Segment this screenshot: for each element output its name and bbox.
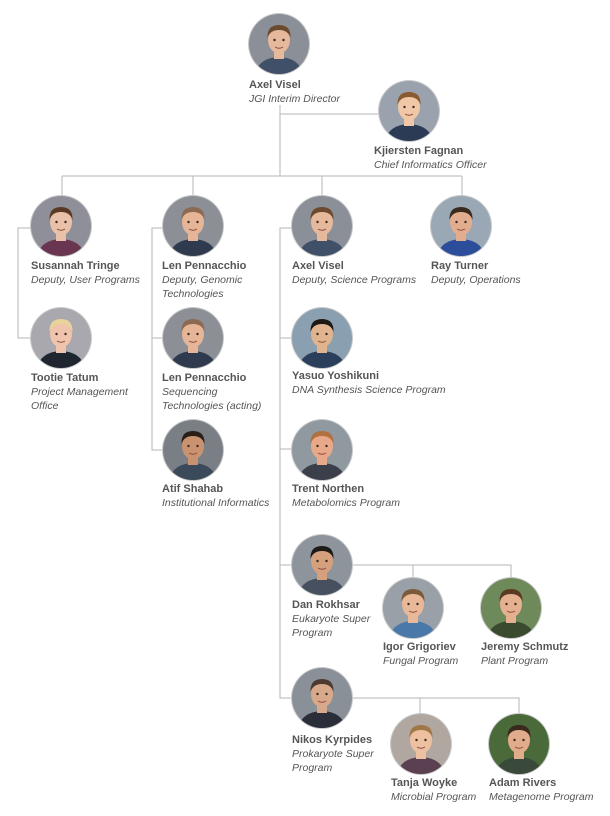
axel-visel-director-avatar-art — [249, 14, 309, 74]
person-title: Prokaryote Super Program — [292, 748, 374, 774]
person-title: Institutional Informatics — [162, 497, 270, 509]
person-name: Dan Rokhsar — [292, 599, 360, 611]
person-name: Nikos Kyrpides — [292, 734, 373, 746]
avatar — [431, 196, 491, 256]
person-name: Axel Visel — [249, 79, 301, 91]
yasuo-yoshikuni-avatar-art — [292, 308, 352, 368]
avatar — [292, 196, 352, 256]
atif-shahab-avatar-art — [163, 420, 223, 480]
person-name: Ray Turner — [431, 260, 489, 272]
axel-visel-science-avatar-art — [292, 196, 352, 256]
person-name: Adam Rivers — [489, 777, 557, 789]
person-name: Len Pennacchio — [162, 260, 247, 272]
person-name: Atif Shahab — [162, 483, 224, 495]
avatar — [481, 578, 541, 638]
tootie-tatum-avatar-art — [31, 308, 91, 368]
person-name: Igor Grigoriev — [383, 641, 456, 653]
person-name: Yasuo Yoshikuni — [292, 370, 380, 382]
person-title: Sequencing Technologies (acting) — [162, 386, 262, 412]
avatar — [292, 308, 352, 368]
person-title: DNA Synthesis Science Program — [292, 384, 446, 396]
person-name: Len Pennacchio — [162, 372, 247, 384]
person-name: Susannah Tringe — [31, 260, 120, 272]
person-title: Project Management Office — [31, 386, 128, 412]
avatar — [31, 308, 91, 368]
person-name: Axel Visel — [292, 260, 344, 272]
person-name: Trent Northen — [292, 483, 365, 495]
avatar — [163, 196, 223, 256]
avatar — [292, 535, 352, 595]
person-title: Deputy, Genomic Technologies — [162, 274, 243, 300]
adam-rivers-avatar-art — [489, 714, 549, 774]
avatar — [292, 668, 352, 728]
person-title: JGI Interim Director — [249, 93, 341, 105]
kjiersten-fagnan-avatar-art — [379, 81, 439, 141]
avatar — [163, 420, 223, 480]
avatar — [292, 420, 352, 480]
person-title: Deputy, Science Programs — [292, 274, 417, 286]
ray-turner-avatar-art — [431, 196, 491, 256]
nikos-kyrpides-avatar-art — [292, 668, 352, 728]
person-title: Eukaryote Super Program — [292, 613, 371, 639]
person-title: Plant Program — [481, 655, 549, 667]
dan-rokhsar-avatar-art — [292, 535, 352, 595]
igor-grigoriev-avatar-art — [383, 578, 443, 638]
avatar — [31, 196, 91, 256]
person-title: Deputy, Operations — [431, 274, 521, 286]
person-title: Metagenome Program — [489, 791, 594, 803]
person-title: Microbial Program — [391, 791, 477, 803]
person-name: Tootie Tatum — [31, 372, 99, 384]
len-pennacchio-sequencing-avatar-art — [163, 308, 223, 368]
susannah-tringe-avatar-art — [31, 196, 91, 256]
avatar — [391, 714, 451, 774]
person-title: Metabolomics Program — [292, 497, 400, 509]
person-title: Fungal Program — [383, 655, 459, 667]
person-name: Jeremy Schmutz — [481, 641, 569, 653]
person-name: Kjiersten Fagnan — [374, 145, 464, 157]
avatar — [249, 14, 309, 74]
avatar — [163, 308, 223, 368]
tanja-woyke-avatar-art — [391, 714, 451, 774]
avatar — [489, 714, 549, 774]
person-name: Tanja Woyke — [391, 777, 458, 789]
len-pennacchio-genomic-avatar-art — [163, 196, 223, 256]
avatar — [379, 81, 439, 141]
trent-northen-avatar-art — [292, 420, 352, 480]
person-title: Deputy, User Programs — [31, 274, 140, 286]
jeremy-schmutz-avatar-art — [481, 578, 541, 638]
avatar — [383, 578, 443, 638]
person-title: Chief Informatics Officer — [374, 159, 487, 171]
